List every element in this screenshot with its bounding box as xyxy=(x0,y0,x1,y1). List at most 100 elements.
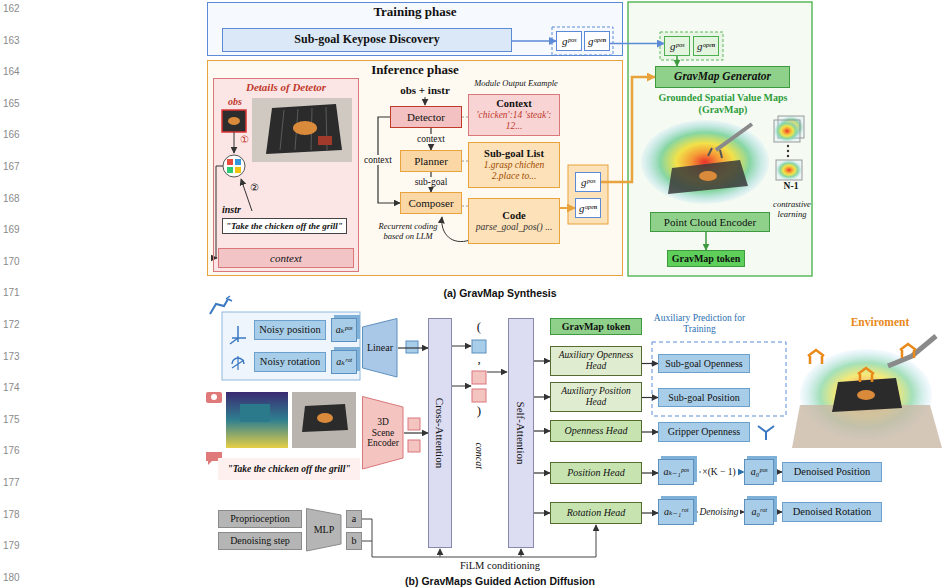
input-box: Denoising step xyxy=(218,532,302,550)
node-text: a₀ᵖᵒˢ xyxy=(751,466,767,478)
head-box: Rotation Head xyxy=(550,502,642,524)
node-text: 'chicken':14 'steak': 12... xyxy=(472,110,556,132)
output-box: Codeparse_goal_pos() ... xyxy=(468,198,560,244)
node-text: Planner xyxy=(414,155,448,168)
output-box: Sub-goal List1.grasp chichen 2.place to.… xyxy=(468,142,560,188)
input-box: Proprioception xyxy=(218,510,302,528)
connector xyxy=(534,472,550,473)
connector xyxy=(774,511,782,512)
bracket-mark: , xyxy=(472,352,486,367)
module-box: Detector xyxy=(390,106,462,128)
node-text: Noisy rotation xyxy=(260,356,320,368)
connector xyxy=(642,431,658,432)
action-cube: aₖᵖᵒˢ xyxy=(331,318,357,342)
aux-head-box: Auxiliary Openness Head xyxy=(550,346,642,376)
connector xyxy=(705,232,707,250)
line-number: 165 xyxy=(3,98,29,110)
edge-label: context xyxy=(416,134,446,144)
node-text: Auxiliary Position Head xyxy=(554,386,638,408)
node-text: gᵖᵒˢ xyxy=(581,176,595,189)
node-text: Inference phase xyxy=(371,63,459,78)
data-box: Sub-goal Position xyxy=(658,388,750,407)
connector xyxy=(534,512,550,513)
gravmap-illustration xyxy=(641,116,804,204)
connector xyxy=(642,397,658,398)
trapezoid-shape xyxy=(307,509,342,552)
action-cube: a₀ʳᵒᵗ xyxy=(744,499,774,525)
scene-encoder: 3D Scene Encoder xyxy=(362,396,404,470)
node-heading: Context xyxy=(496,98,532,110)
policy-inputs xyxy=(206,296,786,557)
environment-illustration xyxy=(792,336,942,448)
node-text: Denoised Position xyxy=(794,466,871,478)
subcaption: (a) GravMap Synthesis xyxy=(350,287,650,299)
node-text: Denoising step xyxy=(230,535,290,547)
line-number: 180 xyxy=(3,572,29,584)
edge-label: context xyxy=(363,155,393,165)
note: contrastive learning xyxy=(771,200,813,220)
line-number: 170 xyxy=(3,256,29,268)
connector xyxy=(534,396,550,397)
node-text: 1.grasp chichen 2.place to... xyxy=(472,160,556,182)
line-number: 162 xyxy=(3,3,29,15)
action-cube: aₖ₋₁ᵖᵒˢ xyxy=(658,459,694,485)
node-text: "Take the chicken off the grill" xyxy=(222,218,347,234)
line-number: 177 xyxy=(3,477,29,489)
line-number: 168 xyxy=(3,193,29,205)
module-box: Composer xyxy=(400,192,462,214)
callout-number: ② xyxy=(248,182,260,194)
node-text: Noisy position xyxy=(259,324,321,336)
panel-grounds xyxy=(207,2,812,276)
mlp-layer: MLP xyxy=(306,508,342,552)
data-box: Noisy rotation xyxy=(254,352,326,372)
node-text: Sub-goal Keypose Discovery xyxy=(294,33,439,47)
node-text: Point Cloud Encoder xyxy=(664,216,756,229)
connector xyxy=(610,43,664,45)
data-box: Gripper Openness xyxy=(658,422,750,442)
node-text: Denoised Rotation xyxy=(793,506,871,518)
line-number: 175 xyxy=(3,414,29,426)
node-text: gᵖᵒˢ xyxy=(670,40,684,53)
count-label: N-1 xyxy=(776,181,806,192)
keypose-token: gᵖᵒˢ xyxy=(664,36,690,56)
action-cube: aₖ₋₁ʳᵒᵗ xyxy=(658,499,694,525)
trapezoid-shape xyxy=(363,397,404,470)
node-text: gᵒᵖᵉⁿ xyxy=(579,202,597,215)
node-text: aₖᵖᵒˢ xyxy=(336,324,352,336)
node-text: 3D Scene Encoder xyxy=(365,417,401,450)
line-number: 173 xyxy=(3,351,29,363)
connector xyxy=(774,471,782,472)
line-number: 166 xyxy=(3,129,29,141)
connector xyxy=(642,363,658,364)
instruction-box: instr "Take the chicken off the grill" xyxy=(222,197,356,241)
node-text: gᵖᵒˢ xyxy=(562,35,576,48)
node-text: GravMap token xyxy=(672,253,741,265)
head-box: Openness Head xyxy=(550,420,642,442)
node-text: Auxiliary Openness Head xyxy=(554,350,638,372)
edge-label: ×(K − 1) xyxy=(701,467,736,477)
process-box: Sub-goal Keypose Discovery xyxy=(222,28,512,52)
token-box: GravMap token xyxy=(550,318,642,335)
node-text: Gripper Openness xyxy=(668,426,740,438)
connector xyxy=(560,207,575,209)
line-number: 171 xyxy=(3,287,29,299)
line-number: 169 xyxy=(3,224,29,236)
edge-label: sub-goal xyxy=(414,177,449,187)
node-heading: instr xyxy=(222,204,241,216)
node-text: gᵒᵖᵉⁿ xyxy=(588,35,606,48)
node-text: Detector xyxy=(407,111,445,124)
connector xyxy=(642,512,658,513)
module-box: GravMap Generator xyxy=(655,66,790,88)
context-bar: context xyxy=(218,248,354,268)
attention-block: Cross-Attention xyxy=(428,318,452,548)
node-text: Rotation Head xyxy=(567,507,626,519)
action-cube: aₖʳᵒᵗ xyxy=(331,350,357,374)
node-text: Self-Attention xyxy=(515,402,528,465)
data-box: Denoised Position xyxy=(782,462,882,482)
data-box: Sub-goal Openness xyxy=(658,354,750,373)
data-box: Noisy position xyxy=(254,320,326,340)
keypose-token: gᵒᵖᵉⁿ xyxy=(584,31,610,51)
figure-label: Enviroment xyxy=(835,316,925,329)
node-text: Position Head xyxy=(567,467,625,479)
